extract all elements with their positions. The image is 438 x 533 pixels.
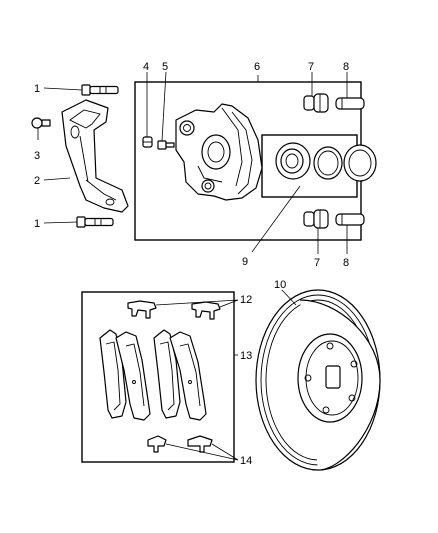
brake-rotor <box>255 289 381 471</box>
callout-1-lower: 1 <box>34 218 40 230</box>
leader-lines <box>37 71 348 461</box>
brake-pad-2 <box>115 331 151 421</box>
dust-boot <box>343 144 377 182</box>
callout-8-upper: 8 <box>343 61 349 73</box>
callout-2: 2 <box>34 175 40 187</box>
anti-rattle-clips-upper <box>127 300 221 320</box>
brake-pad-4 <box>169 331 207 421</box>
callout-7-lower: 7 <box>314 257 320 269</box>
callout-12: 12 <box>240 294 252 306</box>
callout-6: 6 <box>254 61 260 73</box>
callout-14: 14 <box>240 455 252 467</box>
callout-13: 13 <box>240 350 252 362</box>
guide-bushing-lower <box>303 209 329 229</box>
caliper-housing <box>175 103 263 201</box>
bolt-lower <box>76 216 114 228</box>
callout-10: 10 <box>274 279 286 291</box>
guide-pin-lower <box>335 213 365 226</box>
caliper-adapter-bracket <box>61 99 129 213</box>
pad-kit-group-box <box>81 291 235 463</box>
caliper-piston <box>275 142 311 180</box>
piston-seal <box>313 146 343 180</box>
callout-3: 3 <box>34 150 40 162</box>
callout-4: 4 <box>143 61 149 73</box>
guide-pin-upper <box>335 97 365 110</box>
bleeder-cap <box>142 136 153 148</box>
anti-rattle-clips-lower <box>147 435 213 453</box>
callout-8-lower: 8 <box>343 257 349 269</box>
bracket-bolt <box>31 117 51 129</box>
bolt-upper <box>81 84 119 96</box>
bleeder-screw <box>157 140 175 150</box>
callout-5: 5 <box>162 61 168 73</box>
brake-pad-3 <box>153 329 181 419</box>
guide-bushing-upper <box>303 93 329 113</box>
callout-7-upper: 7 <box>308 61 314 73</box>
callout-1-upper: 1 <box>34 83 40 95</box>
callout-9: 9 <box>242 256 248 268</box>
